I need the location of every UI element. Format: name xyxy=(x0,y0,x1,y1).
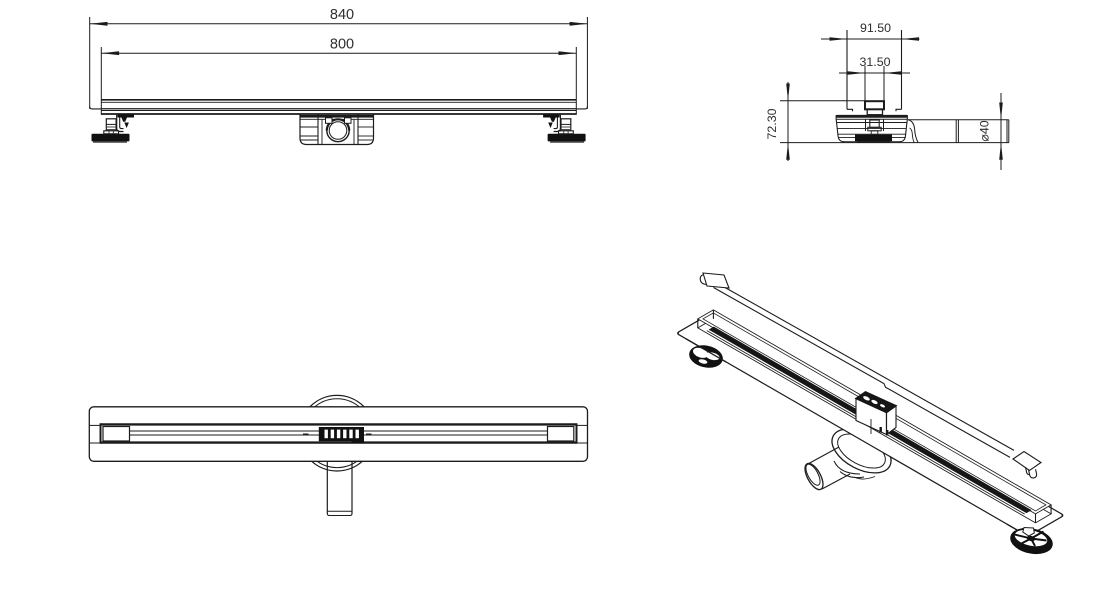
svg-text:31.50: 31.50 xyxy=(859,55,890,69)
svg-text:800: 800 xyxy=(330,37,354,53)
svg-text:840: 840 xyxy=(330,7,354,23)
svg-text:91.50: 91.50 xyxy=(860,21,891,35)
svg-text:72.30: 72.30 xyxy=(765,108,779,139)
svg-text:⌀40: ⌀40 xyxy=(978,120,992,141)
